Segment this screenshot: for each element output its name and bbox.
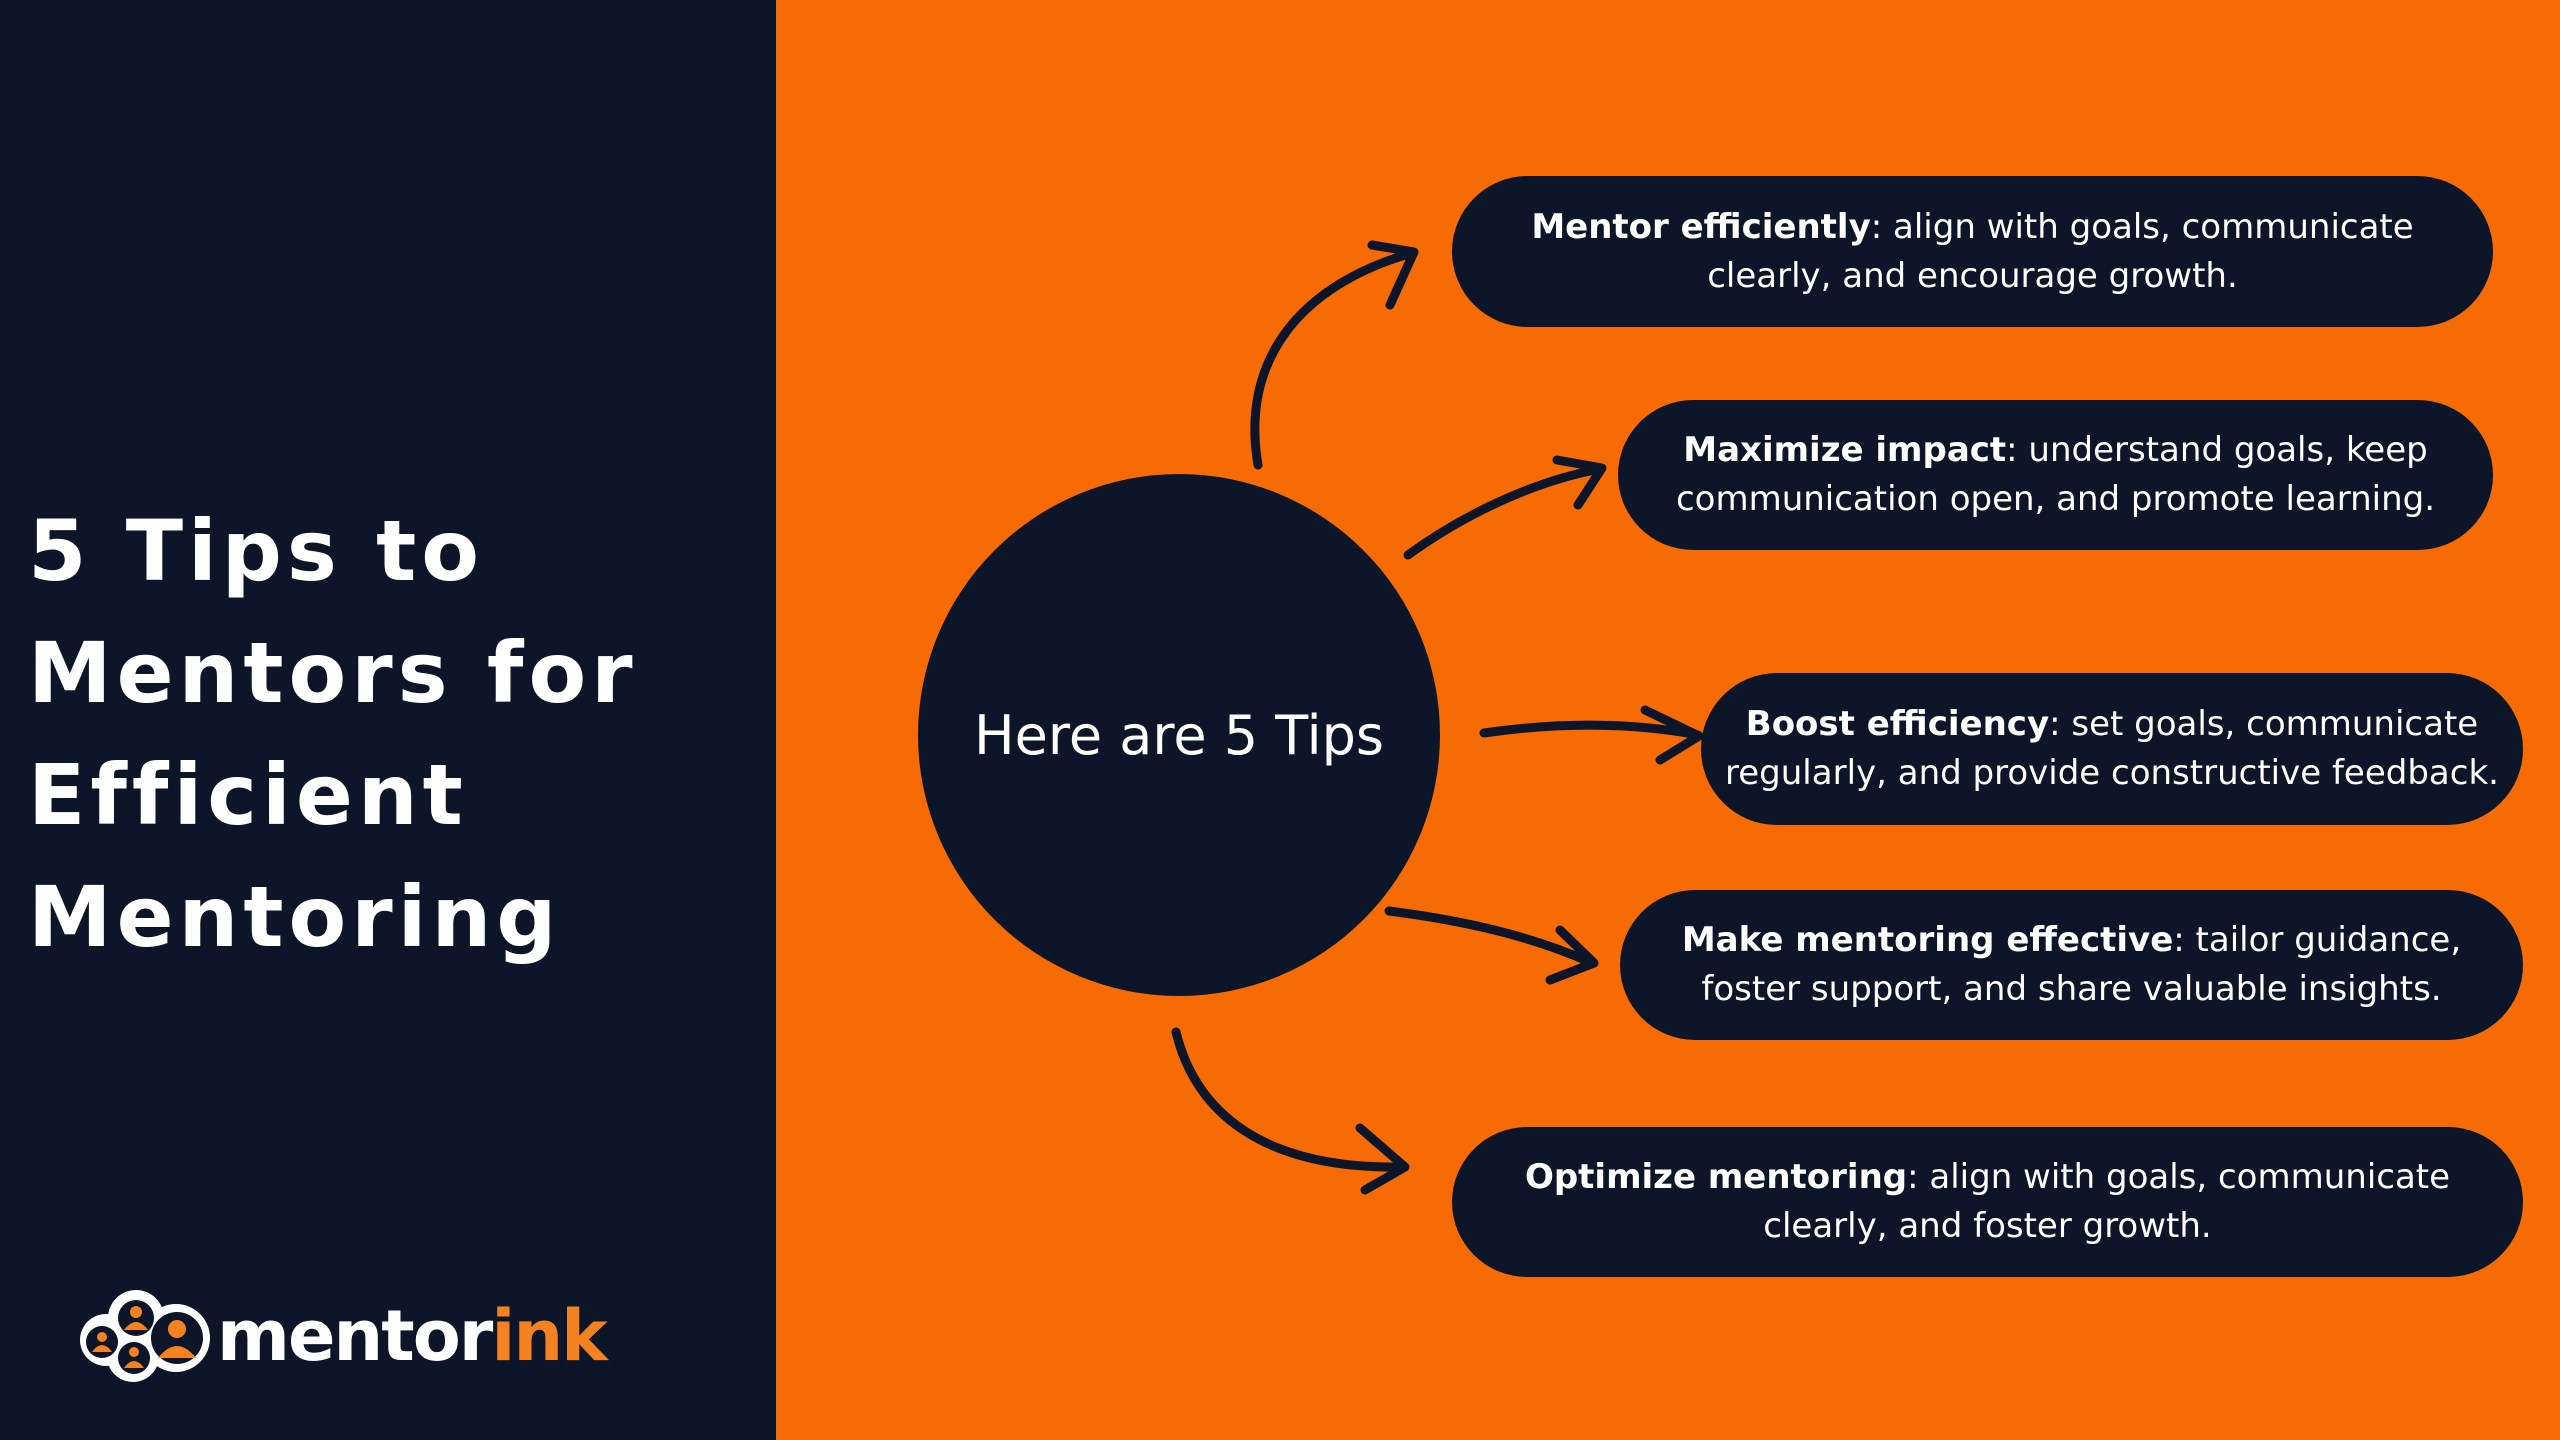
center-circle: Here are 5 Tips <box>918 474 1440 996</box>
arrow-4 <box>1384 906 1599 985</box>
arrow-2 <box>1403 455 1607 560</box>
mentorink-logo: mentorink <box>78 1288 608 1383</box>
center-label: Here are 5 Tips <box>974 703 1384 767</box>
tip-4: Make mentoring effective: tailor guidanc… <box>1620 890 2523 1040</box>
left-panel: 5 Tips to Mentors for Efficient Mentorin… <box>0 0 776 1440</box>
page-title: 5 Tips to Mentors for Efficient Mentorin… <box>28 502 638 966</box>
arrow-1 <box>1250 240 1419 470</box>
tip-5: Optimize mentoring: align with goals, co… <box>1452 1127 2523 1277</box>
people-cloud-icon <box>80 1290 210 1382</box>
tip-1: Mentor efficiently: align with goals, co… <box>1452 176 2493 327</box>
tip-3: Boost efficiency: set goals, communicate… <box>1701 673 2523 825</box>
arrow-5 <box>1171 1027 1410 1195</box>
logo-wordmark: mentorink <box>217 1294 608 1377</box>
arrow-3 <box>1479 705 1704 765</box>
tip-2: Maximize impact: understand goals, keep … <box>1618 400 2493 550</box>
